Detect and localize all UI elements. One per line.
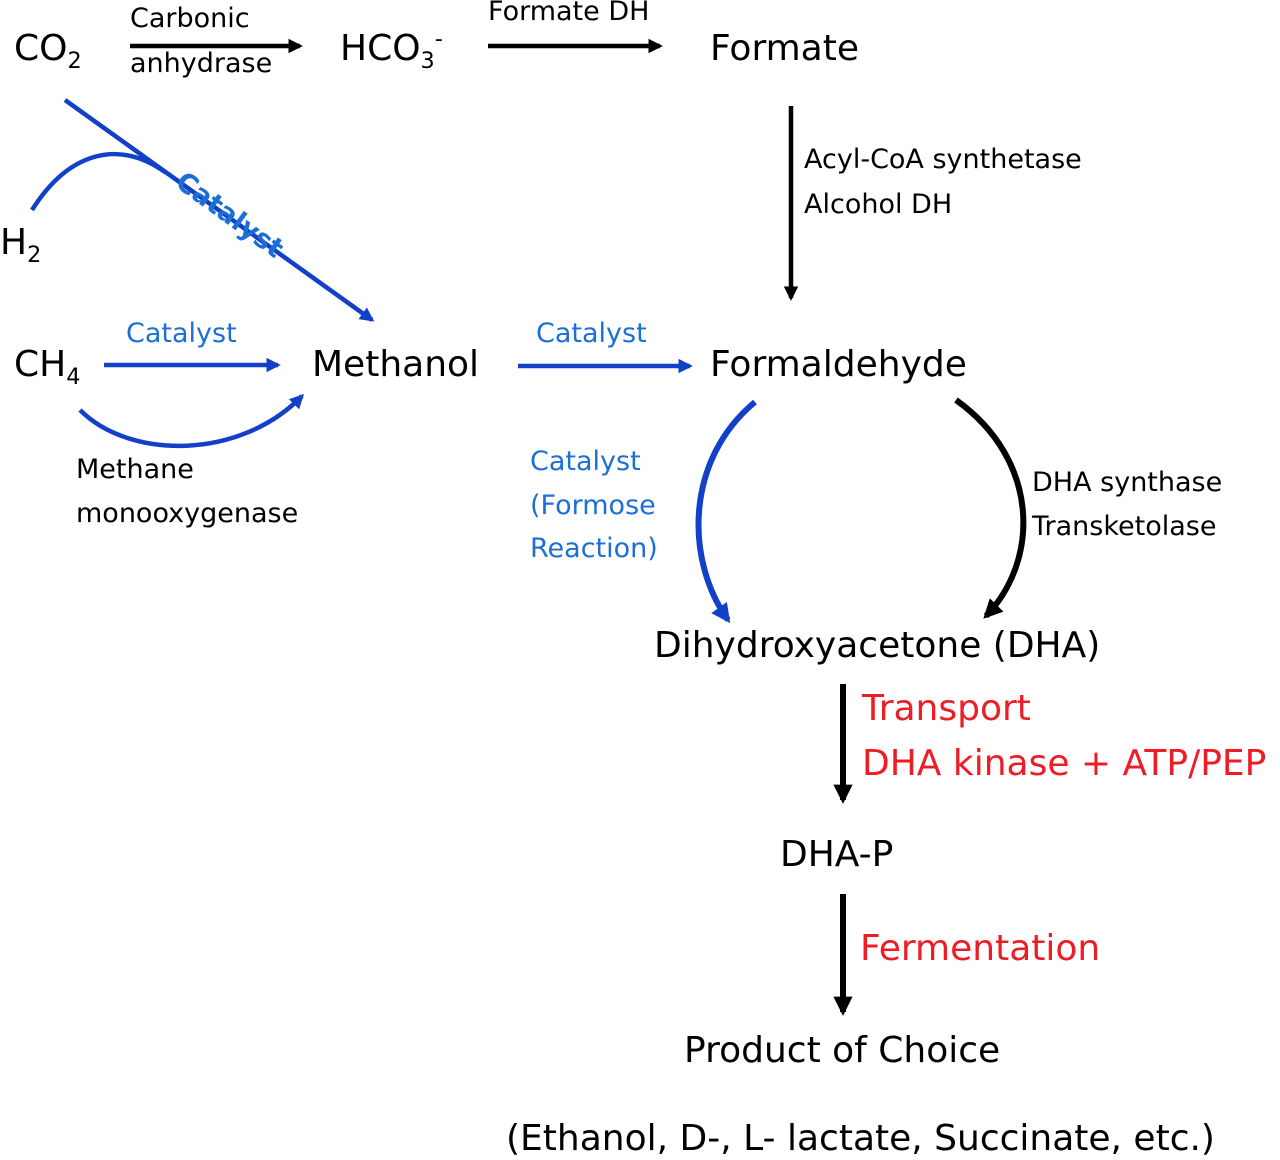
node-dhap: DHA-P <box>780 834 894 875</box>
node-product: Product of Choice <box>684 1030 1001 1071</box>
label-formose-catalyst: Catalyst <box>530 446 641 477</box>
node-formaldehyde: Formaldehyde <box>710 344 967 385</box>
node-formate: Formate <box>710 28 860 69</box>
arrow-co2-to-methanol <box>63 98 375 322</box>
label-anhydrase: anhydrase <box>130 48 273 79</box>
label-alcohol-dh: Alcohol DH <box>804 189 953 220</box>
node-co2: CO2 <box>14 28 82 75</box>
arrow-ch4-curve-to-methanol <box>78 393 305 449</box>
label-formose-reaction: Reaction) <box>530 533 658 564</box>
node-dha: Dihydroxyacetone (DHA) <box>654 625 1101 666</box>
label-dha-kinase: DHA kinase + ATP/PEP <box>862 743 1267 784</box>
label-catalyst-methanol: Catalyst <box>536 318 647 349</box>
arrow-formaldehyde-to-dha-black <box>954 397 1027 619</box>
label-transport: Transport <box>862 688 1031 729</box>
node-hco3: HCO3- <box>340 25 443 75</box>
label-acyl-coa: Acyl-CoA synthetase <box>804 144 1082 175</box>
label-formose-formose: (Formose <box>530 490 656 521</box>
label-transketolase: Transketolase <box>1032 511 1217 542</box>
node-methanol: Methanol <box>312 344 480 385</box>
label-fermentation: Fermentation <box>860 928 1101 969</box>
node-h2: H2 <box>0 222 42 269</box>
label-methane: Methane <box>76 454 194 485</box>
arrow-h2-curve <box>30 151 167 212</box>
label-formate-dh: Formate DH <box>488 0 650 27</box>
node-ch4: CH4 <box>14 344 81 391</box>
label-dha-synthase: DHA synthase <box>1032 467 1223 498</box>
label-monooxygenase: monooxygenase <box>76 498 299 529</box>
label-carbonic: Carbonic <box>130 3 250 34</box>
label-catalyst-ch4: Catalyst <box>126 318 237 349</box>
node-product-examples: (Ethanol, D-, L- lactate, Succinate, etc… <box>506 1118 1215 1159</box>
arrow-formaldehyde-to-dha-blue <box>695 399 757 624</box>
